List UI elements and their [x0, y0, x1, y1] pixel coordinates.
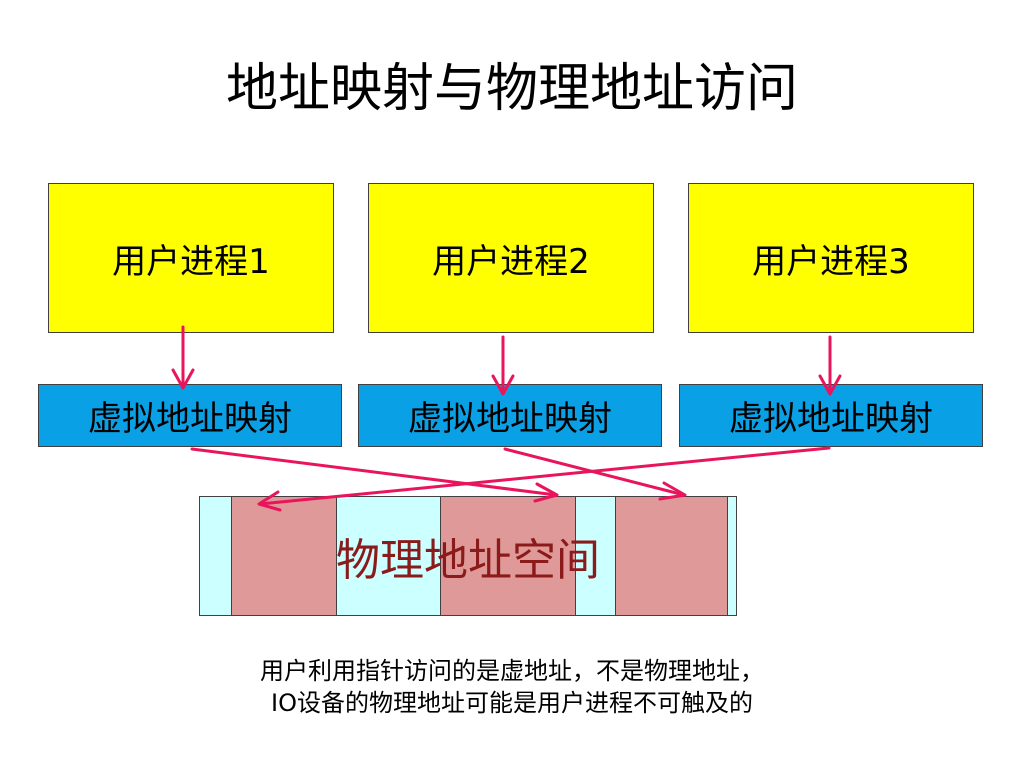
- physical-block-1: [231, 496, 337, 616]
- slide-title: 地址映射与物理地址访问: [225, 59, 798, 119]
- user-process-2-box: 用户进程2: [368, 183, 654, 333]
- arrow-process1-to-mapping1: [171, 325, 195, 390]
- user-process-3-box: 用户进程3: [688, 183, 974, 333]
- physical-block-2: [440, 496, 576, 616]
- footnote-line-1: 用户利用指针访问的是虚地址，不是物理地址，: [260, 657, 764, 685]
- arrow-process2-to-mapping2: [491, 335, 515, 396]
- physical-address-space-label: 物理地址空间: [336, 535, 600, 586]
- footnote: 用户利用指针访问的是虚地址，不是物理地址， IO设备的物理地址可能是用户进程不可…: [0, 655, 1024, 720]
- physical-block-3: [615, 496, 728, 616]
- arrow-mapping3-to-physical: [257, 446, 831, 512]
- arrow-process3-to-mapping3: [818, 335, 842, 396]
- arrow-mapping1-to-physical: [190, 447, 559, 503]
- virtual-mapping-1-box: 虚拟地址映射: [38, 384, 342, 447]
- footnote-line-2: IO设备的物理地址可能是用户进程不可触及的: [271, 689, 753, 718]
- user-process-1-box: 用户进程1: [48, 183, 334, 333]
- virtual-mapping-2-box: 虚拟地址映射: [358, 384, 662, 447]
